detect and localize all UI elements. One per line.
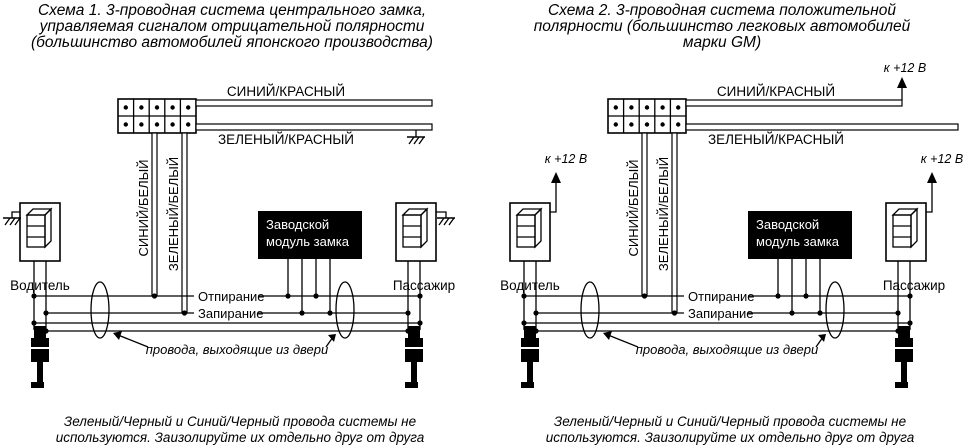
driver-ground [2,211,22,226]
passenger-ground [436,211,456,226]
driver-label: Водитель [10,278,70,293]
door-wires-note: провода, выходящие из двери [636,342,818,357]
wire-label-blue-white: СИНИЙ/БЕЛЫЙ [136,159,151,256]
wire-label-green-white: ЗЕЛЕНЫЙ/БЕЛЫЙ [166,157,181,271]
ground-stem [436,211,447,218]
wire-label-blue-red: СИНИЙ/КРАСНЫЙ [717,84,835,99]
unlock-label: Отпирание [198,289,265,304]
plus12v-label-driver: к +12 В [545,152,587,166]
ground-icon [436,217,456,226]
blue-red-wire [195,99,433,107]
lock-label: Запирание [198,306,264,321]
scheme1-title-line1: Схема 1. 3-проводная система центральног… [38,2,426,19]
scheme2-title-line1: Схема 2. 3-проводная система положительн… [548,2,896,19]
scheme-2-panel: Схема 2. 3-проводная система положительн… [500,2,963,445]
scheme1-footnote-line1: Зеленый/Черный и Синий/Черный провода си… [64,414,416,429]
driver-label: Водитель [500,278,560,293]
ground-stem [11,211,20,218]
door-wires-note: провода, выходящие из двери [146,342,328,357]
unlock-label: Отпирание [688,289,755,304]
arrow-up-icon [551,172,561,183]
plus12v-label-top: к +12 В [884,61,926,75]
scheme1-title-line3: (большинство автомобилей японского произ… [31,34,433,51]
passenger-label: Пассажир [393,278,455,293]
passenger-label: Пассажир [883,278,945,293]
scheme2-title-line3: марки GM) [683,34,761,51]
scheme2-footnote-line1: Зеленый/Черный и Синий/Черный провода си… [554,414,906,429]
module-label-line1: Заводской [756,217,819,232]
green-red-wire [685,123,959,131]
scheme2-title-line2: полярности (большинство легковых автомоб… [534,18,911,35]
system-ground [406,130,426,145]
plus12-stem [550,182,557,213]
scheme2-footnote-line2: используются. Заизолируйте их отдельно д… [546,430,915,445]
scheme1-footnote-line2: используются. Заизолируйте их отдельно д… [56,430,425,445]
blue-red-wire [685,99,903,107]
scheme1-title-line2: управляемая сигналом отрицательной поляр… [39,18,425,35]
green-red-wire [195,123,433,131]
plus12-driver [550,172,561,213]
wire-label-green-red: ЗЕЛЕНЫЙ/КРАСНЫЙ [218,132,354,147]
ground-icon [2,217,22,226]
scheme-1-panel: Схема 1. 3-проводная система центральног… [2,2,456,445]
arrow-up-icon [897,77,907,88]
plus12-top [897,77,907,100]
module-label-line2: модуль замка [266,234,350,249]
arrow-up-icon [927,172,937,183]
module-label-line2: модуль замка [756,234,840,249]
wire-label-green-red: ЗЕЛЕНЫЙ/КРАСНЫЙ [708,132,844,147]
plus12-passenger [926,172,937,213]
plus12-stem [926,182,933,213]
module-label-line1: Заводской [266,217,329,232]
ground-icon [406,136,426,145]
wire-label-green-white: ЗЕЛЕНЫЙ/БЕЛЫЙ [656,157,671,271]
wire-label-blue-red: СИНИЙ/КРАСНЫЙ [227,84,345,99]
lock-label: Запирание [688,306,754,321]
wire-label-blue-white: СИНИЙ/БЕЛЫЙ [626,159,641,256]
plus12v-label-passenger: к +12 В [921,152,963,166]
